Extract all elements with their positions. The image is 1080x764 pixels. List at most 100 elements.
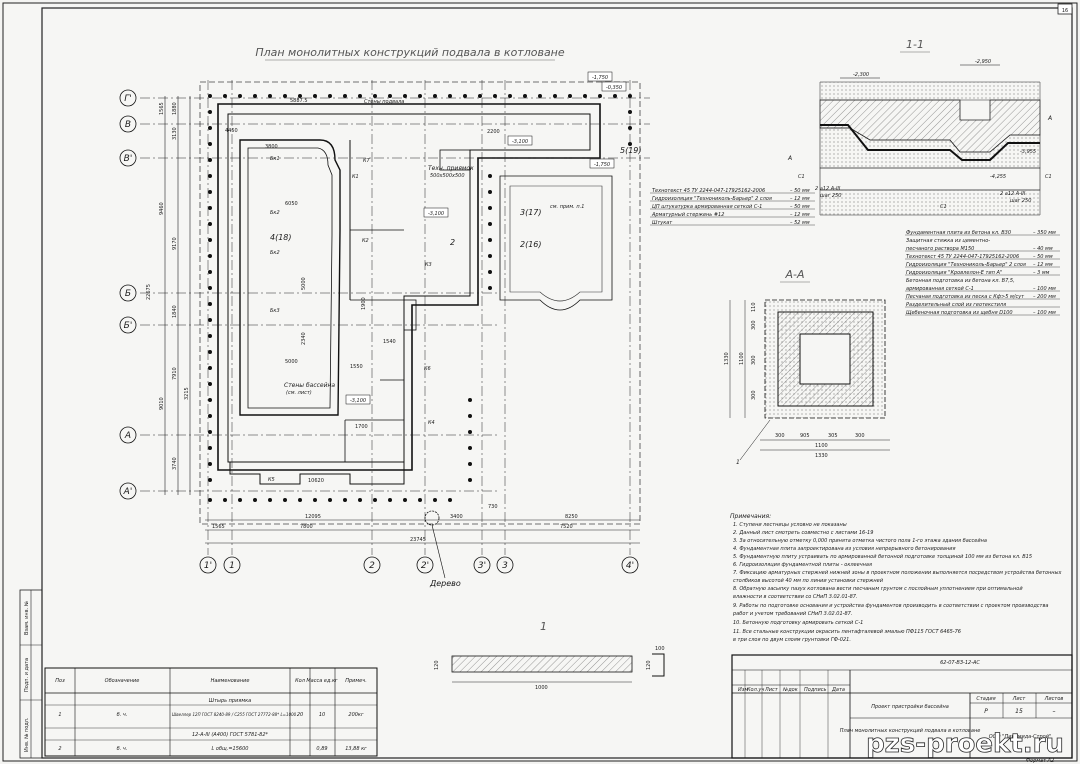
dimension-label: 9170 xyxy=(172,237,178,250)
dimension-label: 110 xyxy=(751,302,757,312)
basement-walls-label: Стены подвала xyxy=(364,99,404,105)
dimension-label: 2340 xyxy=(301,332,307,345)
note-item: 2. Данный лист смотреть совместно с лист… xyxy=(733,530,873,536)
dimension-label: 300 xyxy=(855,433,865,439)
mark-label: К2 xyxy=(362,238,369,244)
mark-label: К1 xyxy=(352,174,359,180)
spec-cell: Швеллер 12П ГОСТ 8240-89 / С255 ГОСТ 277… xyxy=(172,712,297,717)
dimension-label: 23745 xyxy=(410,537,426,543)
dimension-label: 300 xyxy=(751,355,757,365)
spec-cell: Штырь приямка xyxy=(209,698,251,704)
layer-name: Штукат xyxy=(652,220,673,226)
axis-label: В' xyxy=(124,154,133,164)
level-mark: -3,100 xyxy=(350,398,366,404)
spec-table: Поз Обозначение Наименование Кол Масса е… xyxy=(44,667,378,757)
mark-label: Бк3 xyxy=(270,308,280,314)
layer-value: – 12 мм xyxy=(790,212,810,218)
layer-name: Фундаментная плита из бетона кл. В30 xyxy=(906,230,1011,236)
layer-name: армированная сеткой С-1 xyxy=(906,286,974,292)
dimension-label: 300 xyxy=(775,433,785,439)
section-tag: С1 xyxy=(798,174,805,180)
layer-value: – 12 мм xyxy=(790,196,810,202)
dimension-label: 9010 xyxy=(159,397,165,410)
dimension-label: 3400 xyxy=(450,514,463,520)
spec-header: Поз xyxy=(55,678,65,684)
layer-name: Арматурный стержень #12 xyxy=(651,212,724,218)
dimension-label: 6050 xyxy=(285,201,298,207)
layer-value: – 200 мм xyxy=(1033,294,1056,300)
dimension-label: 5887.5 xyxy=(290,98,308,104)
spec-cell: 200кг xyxy=(348,712,364,718)
layers-right: Фундаментная плита из бетона кл. В30 – 3… xyxy=(905,230,1060,316)
dimension-label: 3130 xyxy=(172,127,178,140)
position-label: 4(18) xyxy=(270,233,292,242)
dimension-label: 1880 xyxy=(172,102,178,115)
stamp-col: Кол.уч xyxy=(747,687,764,693)
mark-label: К6 xyxy=(424,366,431,372)
section-tag: А xyxy=(787,155,792,162)
layer-value: – 50 мм xyxy=(790,204,810,210)
tech-pit-size: 500х500х500 xyxy=(430,173,465,179)
spec-cell: б. ч. xyxy=(117,746,128,752)
note-item: 5. Фундаментную плиту устраивать по арми… xyxy=(733,554,1032,560)
dimension-label: 3215 xyxy=(184,387,190,400)
section-tag: С1 xyxy=(1045,174,1052,180)
note-item: 11. Все стальные конструкции окрасить пе… xyxy=(733,629,961,635)
dimension-label: 120 xyxy=(646,660,652,670)
layer-name: Разделительный слой из геотекстиля xyxy=(906,302,1006,308)
layer-name: песчаного раствора М150 xyxy=(906,246,974,252)
note-item: столбиков высотой 40 мм по линии установ… xyxy=(733,578,884,584)
layer-name: Песчаная подготовка из песка с Кф>5 м/су… xyxy=(906,294,1025,300)
document-code: 62-07-ВЗ-12-АС xyxy=(940,660,980,666)
layer-name: Бетонная подготовка из бетона кл. В7,5, xyxy=(906,278,1015,284)
level-mark: -2,950 xyxy=(975,59,991,65)
dimension-label: 3740 xyxy=(172,457,178,470)
dimension-label: 1840 xyxy=(172,305,178,318)
section-tag: А xyxy=(1047,115,1052,122)
stage-header: Лист xyxy=(1012,696,1027,702)
dimension-label: 1100 xyxy=(815,443,828,449)
stamp-col: Подпись xyxy=(804,687,827,693)
mark-label: К3 xyxy=(425,262,432,268)
layer-value: – 40 мм xyxy=(1033,246,1053,252)
mark-label: Бк2 xyxy=(270,250,280,256)
section-a-a: А-А 1330 1100 300 300 300 110 300 905 30… xyxy=(724,268,890,466)
level-mark: -3,100 xyxy=(428,211,444,217)
level-mark: -0,350 xyxy=(606,85,622,91)
axis-label: 3' xyxy=(478,561,486,571)
layer-value: – 100 мм xyxy=(1033,310,1056,316)
item-1-detail: 1 1000 120 120 100 xyxy=(434,620,665,691)
company-name: ООО "Пирамида-Строй" xyxy=(989,734,1051,740)
item-title: 1 xyxy=(540,620,547,633)
section-tag: С1 xyxy=(940,204,947,210)
tech-pit-label: Техн. приямок xyxy=(428,165,474,172)
axis-label: Б xyxy=(125,289,131,299)
note-item: работ и учетом требований СНиП 3.02.01-8… xyxy=(732,611,852,617)
axis-label: А xyxy=(124,431,131,441)
notes-title: Примечания: xyxy=(730,513,771,520)
dimension-label: 305 xyxy=(828,433,838,439)
mark-label: Бк1 xyxy=(270,156,280,162)
dimension-label: 1000 xyxy=(535,685,548,691)
note-item: 6. Гидроизоляция фундаментной плиты - ок… xyxy=(733,562,872,568)
spec-cell: 13,88 кг xyxy=(345,746,367,752)
layer-value: – 100 мм xyxy=(1033,286,1056,292)
see-sheet-label: (см. лист) xyxy=(286,390,312,396)
dimension-label: 1100 xyxy=(739,352,745,365)
note-item: влажности в соответствии со СНиП 3.02.01… xyxy=(733,594,858,600)
row-axis-markers: Г' В В' Б Б' А А' xyxy=(119,89,137,500)
layer-value: – 350 мм xyxy=(1033,230,1056,236)
item-mark: 1 xyxy=(736,459,740,466)
layer-name: Щебеночная подготовка из щебня D100 xyxy=(906,310,1013,316)
note-item: 4. Фундаментная плита запроектирована из… xyxy=(733,546,956,552)
watermark: pzs-proekt.ru xyxy=(866,729,1064,759)
axis-label: Б' xyxy=(124,321,133,331)
dimension-label: 8250 xyxy=(565,514,578,520)
dimension-label: 9460 xyxy=(159,202,165,215)
rebar-step: шаг 250 xyxy=(820,193,841,199)
axis-label: 2 xyxy=(369,561,375,571)
axis-label: Г' xyxy=(124,94,132,104)
mark-label: К5 xyxy=(268,477,275,483)
side-stamp-label: Инв. № подл. xyxy=(24,717,30,752)
